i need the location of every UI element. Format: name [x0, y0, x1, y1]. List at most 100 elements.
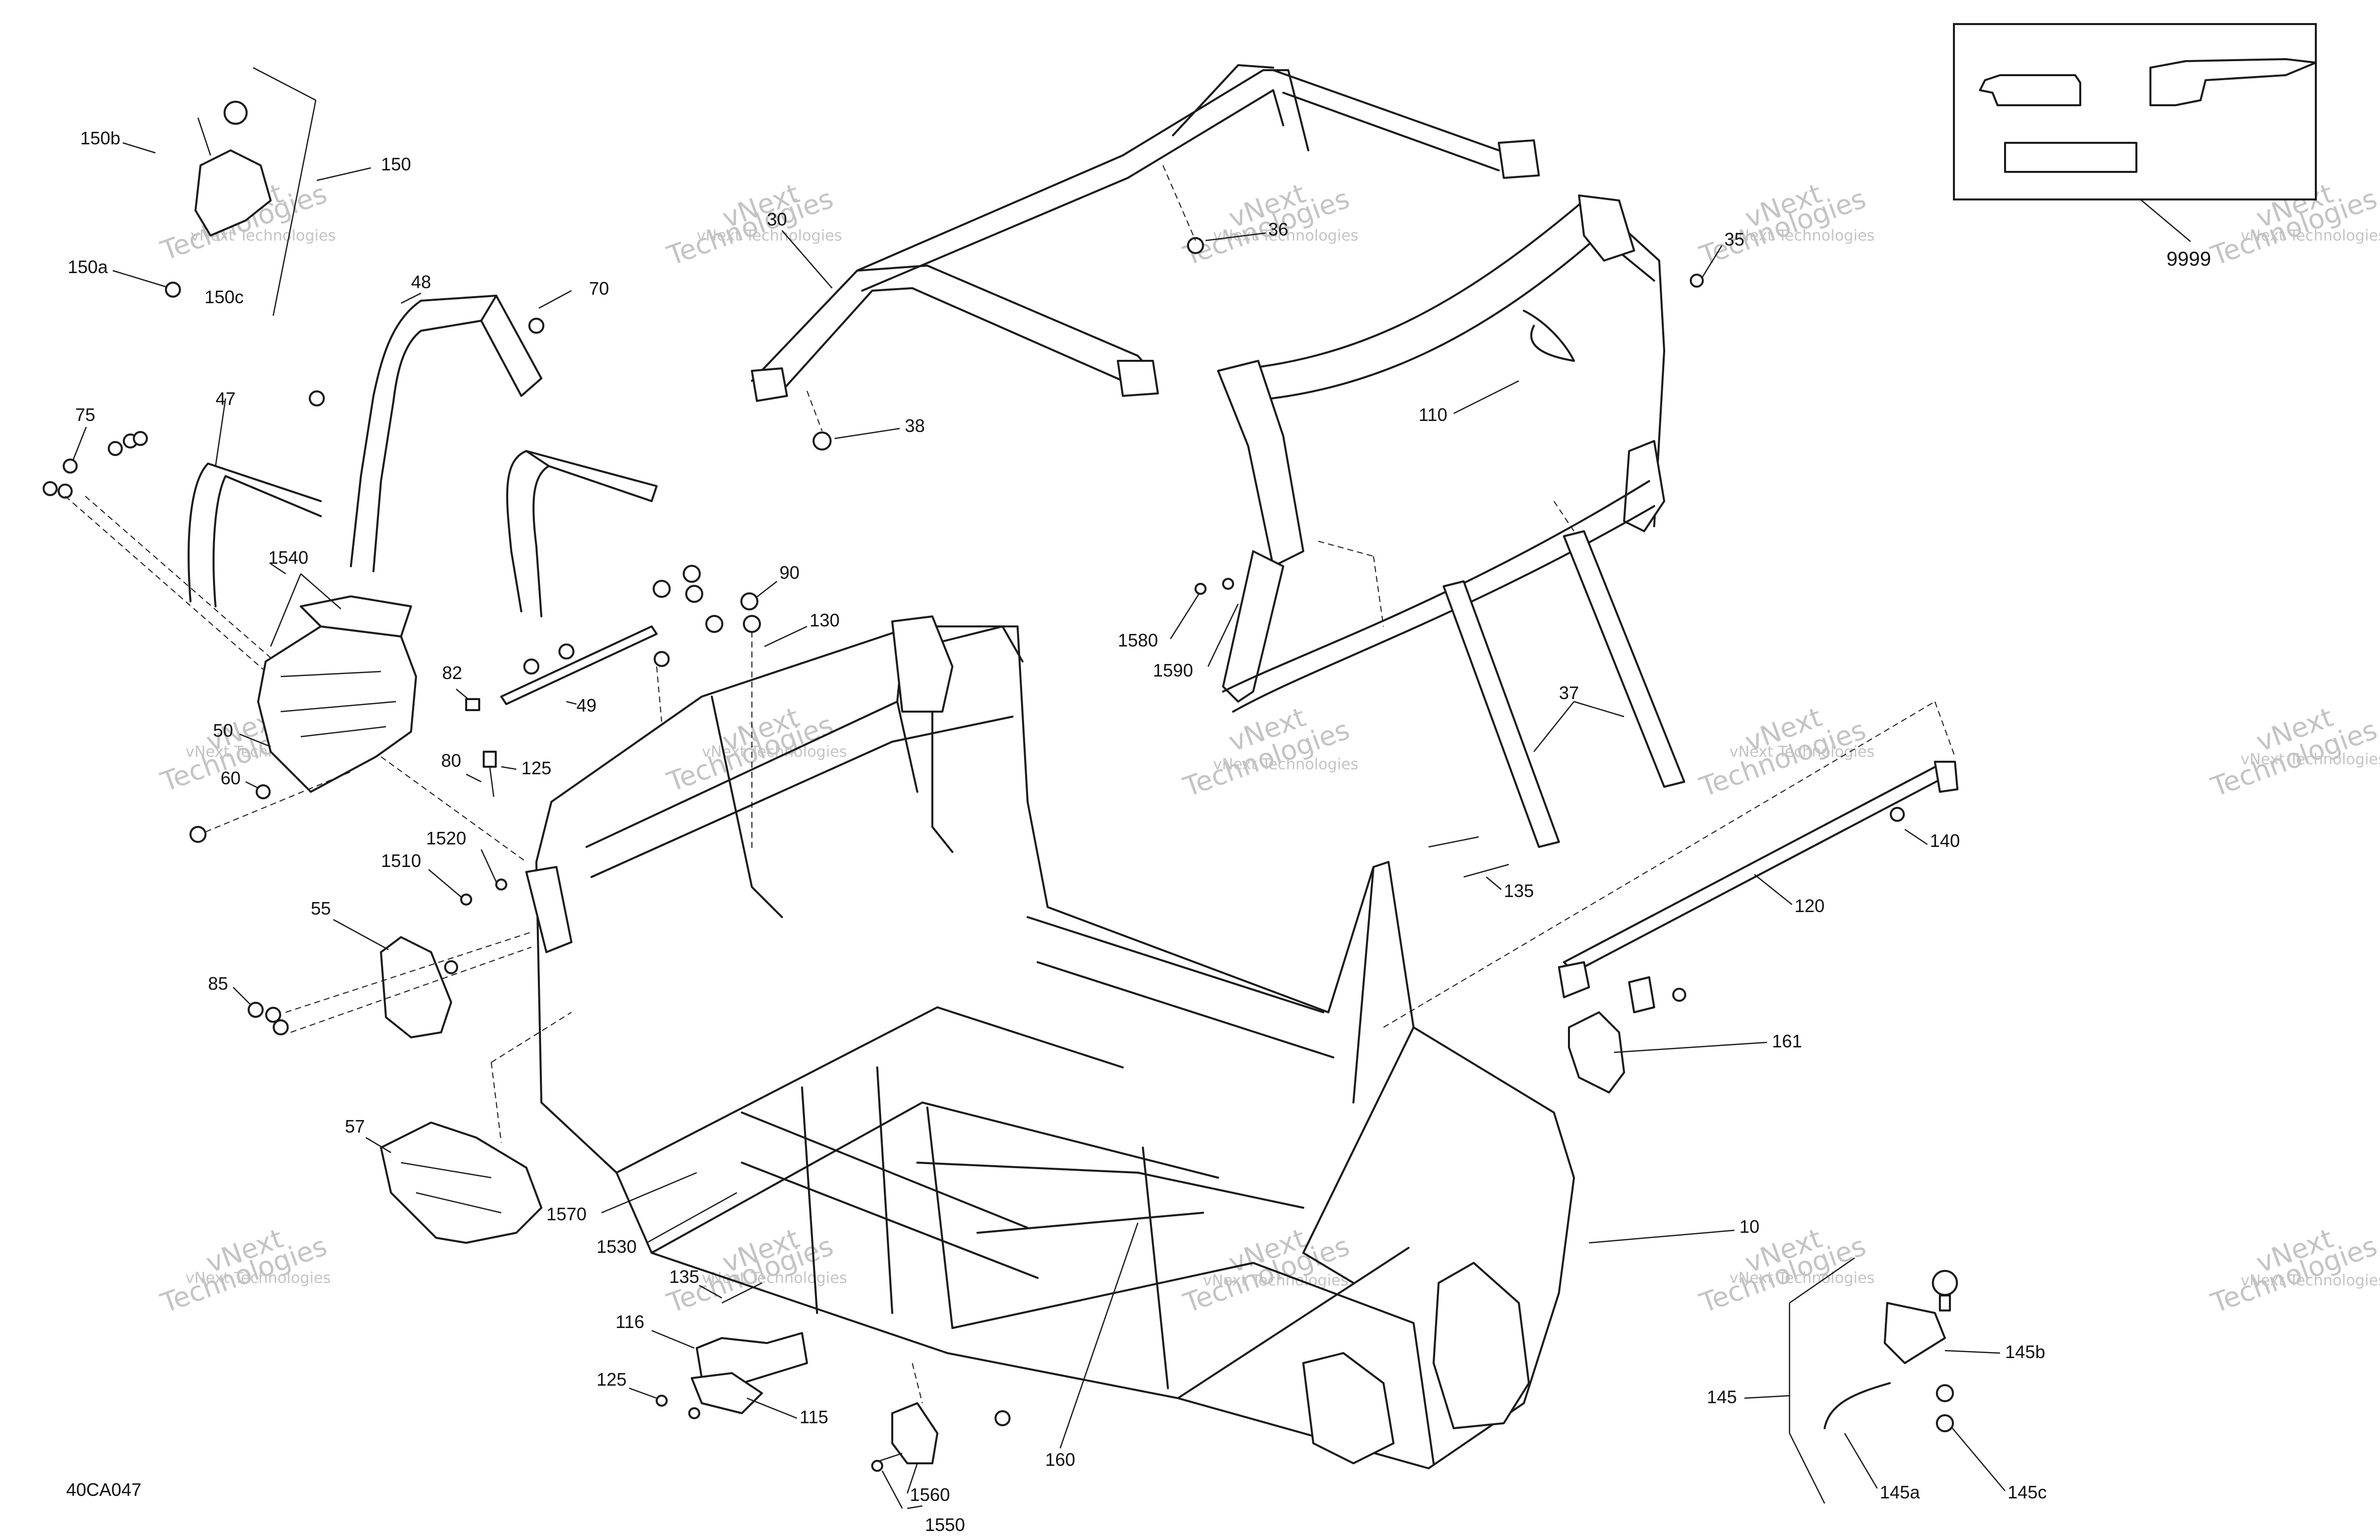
- callout-145: 145: [1707, 1387, 1737, 1407]
- callout-1590: 1590: [1153, 660, 1193, 681]
- callout-150: 150: [381, 154, 411, 174]
- callout-145b: 145b: [2005, 1342, 2045, 1362]
- svg-text:vNext Technologies: vNext Technologies: [185, 1269, 331, 1287]
- main-frame-10: 10: [525, 615, 1759, 1469]
- watermark: vNext vNext Technologies Technologies: [1179, 1222, 1353, 1319]
- rear-roll-bar-group: 110 35 1580 1590 37: [1118, 194, 1744, 848]
- bracket-161-group: 161: [1568, 976, 1802, 1093]
- callout-135-bottom: 135: [669, 1266, 699, 1287]
- kit-piece-3: [2004, 142, 2137, 173]
- callout-125-bottom: 125: [597, 1369, 627, 1390]
- callout-110: 110: [1419, 404, 1447, 425]
- kit-frame: [1953, 23, 2317, 200]
- watermark: vNext vNext Technologies Technologies: [663, 701, 847, 798]
- callout-85: 85: [208, 973, 228, 994]
- svg-text:vNext Technologies: vNext Technologies: [1729, 227, 1875, 245]
- callout-1520: 1520: [426, 828, 466, 848]
- callout-115: 115: [800, 1407, 828, 1427]
- roof-front-hoop-group: 30 36 38: [751, 64, 1540, 451]
- callout-135-right: 135: [1504, 881, 1534, 901]
- callout-90: 90: [779, 562, 800, 583]
- svg-text:vNext Technologies: vNext Technologies: [1213, 227, 1358, 245]
- callout-120: 120: [1795, 896, 1825, 916]
- callout-1560: 1560: [910, 1484, 950, 1505]
- callout-161: 161: [1772, 1031, 1802, 1051]
- callout-60: 60: [221, 768, 241, 788]
- kit-piece-1: [1979, 74, 2081, 106]
- bracket-1560: [891, 1402, 938, 1464]
- callout-38: 38: [905, 415, 925, 436]
- callout-160: 160: [1045, 1449, 1075, 1470]
- callout-70: 70: [589, 278, 609, 299]
- callout-145a: 145a: [1880, 1482, 1920, 1502]
- hitch-ball: [1932, 1270, 1958, 1296]
- callout-48: 48: [411, 272, 431, 292]
- svg-text:vNext Technologies: vNext Technologies: [697, 227, 842, 245]
- callout-150b: 150b: [80, 128, 120, 148]
- support-50: [257, 625, 417, 793]
- callout-9999: 9999: [2166, 248, 2211, 270]
- callout-1540: 1540: [268, 547, 308, 568]
- watermark: vNext vNext Technologies Technologies: [663, 177, 842, 272]
- rear-roll-bar-top: [1222, 199, 1665, 527]
- callout-35: 35: [1724, 229, 1744, 250]
- rail-120-group: 120 140 135: [1383, 701, 1960, 1028]
- svg-text:vNext Technologies: vNext Technologies: [2241, 227, 2380, 245]
- bolt-part: [309, 390, 325, 406]
- fasteners-75-group: 75: [43, 404, 281, 672]
- tube-48: [350, 295, 497, 572]
- hitch-pin: [1824, 1382, 1891, 1429]
- tube-end: [525, 450, 658, 502]
- callout-80: 80: [441, 750, 461, 771]
- watermark: vNext vNext Technologies Technologies: [156, 1222, 331, 1319]
- callout-55: 55: [311, 898, 331, 919]
- hitch-145-group: 145b 145 145a 145c: [1707, 1257, 2047, 1504]
- svg-text:vNext Technologies: vNext Technologies: [702, 743, 847, 761]
- callout-150a: 150a: [68, 257, 108, 277]
- bracket-115-lower: [691, 1372, 763, 1414]
- watermark: vNext vNext Technologies Technologies: [1695, 701, 1875, 803]
- callout-47: 47: [216, 388, 236, 409]
- callout-82: 82: [442, 663, 462, 683]
- tube-47: [187, 463, 322, 607]
- bracket-150: [194, 149, 272, 237]
- svg-text:vNext Technologies: vNext Technologies: [1729, 1269, 1875, 1287]
- callout-30: 30: [767, 209, 787, 230]
- tube-unnamed: [506, 450, 550, 617]
- lower-fasteners-group: 1570 1530 135 116 115 125 1560 1550 160: [546, 1172, 1139, 1535]
- svg-text:vNext Technologies: vNext Technologies: [1203, 1272, 1348, 1289]
- callout-116: 116: [616, 1311, 644, 1332]
- watermark: vNext vNext Technologies Technologies: [1695, 177, 1875, 272]
- callout-1550: 1550: [925, 1514, 965, 1535]
- callout-36: 36: [1268, 219, 1288, 240]
- bar-49: [500, 625, 658, 705]
- tube-48-end: [480, 295, 542, 397]
- tube-parts-group: 48 47 70: [187, 272, 658, 617]
- nut-part: [224, 101, 248, 125]
- callout-145c: 145c: [2008, 1482, 2047, 1502]
- kit-piece-2: [2149, 58, 2317, 106]
- callout-1580: 1580: [1118, 630, 1158, 650]
- mount-55: [380, 936, 452, 1038]
- watermark: vNext vNext Technologies Technologies: [1179, 701, 1358, 803]
- callout-140: 140: [1930, 830, 1960, 851]
- svg-text:vNext Technologies: vNext Technologies: [2241, 1272, 2380, 1289]
- roof-front-hoop: [751, 64, 1309, 392]
- callout-75: 75: [75, 404, 95, 425]
- kit-9999-box: 9999: [1953, 23, 2317, 270]
- callout-1530: 1530: [597, 1236, 637, 1257]
- front-mounts-group: 55 85 1510 1520 57: [208, 828, 572, 1244]
- rear-post-37b: [1563, 530, 1685, 788]
- rail-120: [1563, 761, 1956, 973]
- callout-125-top: 125: [521, 758, 551, 778]
- callout-49: 49: [576, 695, 597, 716]
- callout-1510: 1510: [381, 850, 421, 871]
- watermark: vNext vNext Technologies Technologies: [2207, 701, 2380, 803]
- bar-49-group: 49 82 80 125 90 130: [441, 562, 840, 852]
- mount-57: [380, 1122, 542, 1244]
- svg-text:vNext Technologies: vNext Technologies: [1213, 756, 1358, 773]
- hitch-receiver: [1884, 1302, 1946, 1364]
- callout-10: 10: [1739, 1216, 1759, 1237]
- rear-post-37a: [1443, 580, 1560, 848]
